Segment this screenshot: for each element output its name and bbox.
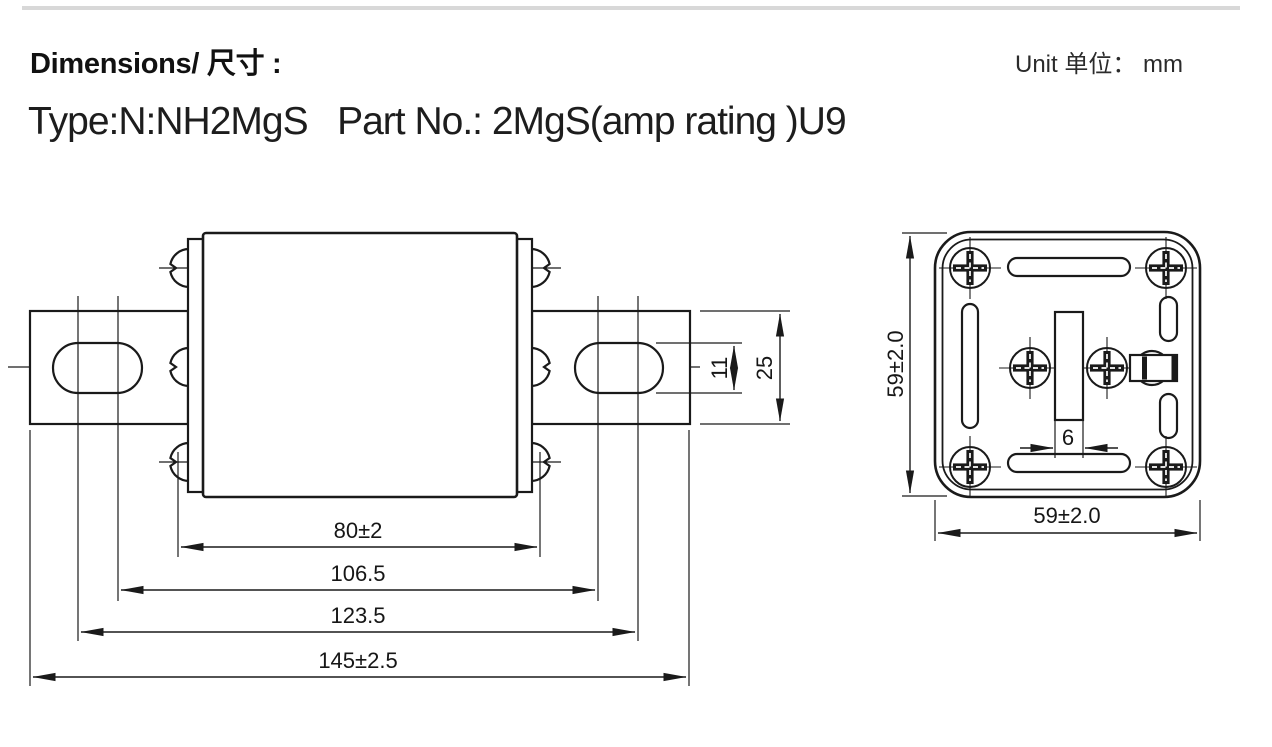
page-title: Dimensions/ 尺寸 : <box>30 48 282 80</box>
dim-label-59-height: 59±2.0 <box>883 330 908 397</box>
fuse-body <box>201 231 519 499</box>
dimension-25: 25 <box>752 313 785 422</box>
extension-lines <box>29 296 790 686</box>
screw-head-bumps <box>159 247 561 483</box>
dim-label-145: 145±2.5 <box>318 648 397 673</box>
end-plate-left <box>186 237 206 494</box>
fuse-blade-end-on <box>1053 310 1085 422</box>
vent-slot-left <box>960 302 980 430</box>
dimension-59-height: 59±2.0 <box>883 232 947 497</box>
dim-label-106-5: 106.5 <box>330 561 385 586</box>
type-part-line: Type:N:NH2MgS Part No.: 2MgS(amp rating … <box>28 100 847 143</box>
vent-slot-right-bottom <box>1158 392 1179 440</box>
end-view-inner-outline <box>941 238 1194 491</box>
fuse-end-view: 6 59±2.0 59±2.0 <box>883 230 1202 541</box>
mounting-slot-bottom <box>1006 452 1132 474</box>
dim-label-80: 80±2 <box>334 518 383 543</box>
dimension-80: 80±2 <box>180 518 538 552</box>
dim-label-11: 11 <box>707 357 732 380</box>
dim-label-25: 25 <box>752 356 777 380</box>
dim-label-123-5: 123.5 <box>330 603 385 628</box>
end-plate-right <box>514 237 534 494</box>
dimension-145: 145±2.5 <box>32 648 687 682</box>
dim-label-59-width: 59±2.0 <box>1033 503 1100 528</box>
vent-slot-right-top <box>1158 295 1179 343</box>
blade-slot-left <box>51 341 144 395</box>
dimension-123-5: 123.5 <box>80 603 636 637</box>
dimension-59-width: 59±2.0 <box>934 500 1201 541</box>
indicator-latch <box>1128 349 1179 387</box>
mounting-slot-top <box>1006 256 1132 278</box>
unit-label: Unit 单位： mm <box>1015 51 1183 78</box>
dimension-106-5: 106.5 <box>120 561 596 595</box>
dimension-6: 6 <box>1020 421 1118 458</box>
blade-slot-right <box>573 341 665 395</box>
fuse-side-view: 80±2 106.5 123.5 145±2.5 11 25 <box>8 231 790 686</box>
dimension-11: 11 <box>707 345 739 391</box>
divider-bar <box>22 6 1240 10</box>
dim-label-6: 6 <box>1062 425 1074 450</box>
